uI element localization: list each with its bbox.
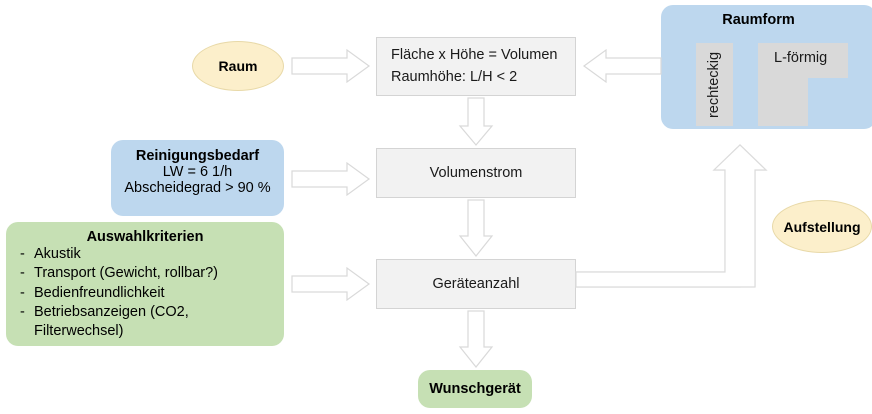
list-item: Transport (Gewicht, rollbar?): [14, 264, 278, 284]
raumform-title: Raumform: [722, 12, 795, 28]
list-item: Bedienfreundlichkeit: [14, 284, 278, 304]
shape-l-foermig-top: [758, 43, 848, 78]
arrow-geraeteanzahl-to-raumform-outline: [575, 144, 768, 288]
reinigungsbedarf-line-2: Abscheidegrad > 90 %: [124, 180, 271, 196]
auswahlkriterien-title: Auswahlkriterien: [86, 229, 204, 245]
formula-box[interactable]: Fläche x Höhe = Volumen Raumhöhe: L/H < …: [376, 37, 576, 96]
arrow-reinigungsbedarf-to-volumenstrom: [291, 161, 371, 197]
auswahlkriterien-list: Akustik Transport (Gewicht, rollbar?) Be…: [6, 245, 284, 341]
shape-rechteckig: rechteckig: [696, 43, 733, 126]
shape-l-foermig-leg: [758, 77, 808, 126]
geraeteanzahl-label: Geräteanzahl: [432, 276, 520, 292]
raumform-panel[interactable]: Raumform rechteckig L-förmig: [661, 5, 872, 129]
raum-ellipse-label: Raum: [218, 58, 258, 74]
shape-l-foermig-label: L-förmig: [774, 50, 828, 66]
reinigungsbedarf-title: Reinigungsbedarf: [135, 148, 260, 164]
formula-line-1: Fläche x Höhe = Volumen: [391, 46, 558, 63]
formula-line-2: Raumhöhe: L/H < 2: [391, 68, 518, 85]
reinigungsbedarf-panel[interactable]: Reinigungsbedarf LW = 6 1/h Abscheidegra…: [111, 140, 284, 216]
wunschgeraet-label: Wunschgerät: [429, 381, 521, 397]
geraeteanzahl-box[interactable]: Geräteanzahl: [376, 259, 576, 309]
volumenstrom-label: Volumenstrom: [429, 165, 523, 181]
arrow-raum-to-formula: [291, 48, 371, 84]
list-item: Akustik: [14, 245, 278, 265]
arrow-volumenstrom-to-geraeteanzahl: [458, 199, 494, 257]
arrow-formula-to-volumenstrom: [458, 97, 494, 146]
arrow-auswahlkriterien-to-geraeteanzahl: [291, 266, 371, 302]
shape-rechteckig-label: rechteckig: [706, 51, 723, 118]
raum-ellipse[interactable]: Raum: [192, 41, 284, 91]
auswahlkriterien-panel[interactable]: Auswahlkriterien Akustik Transport (Gewi…: [6, 222, 284, 346]
aufstellung-ellipse[interactable]: Aufstellung: [772, 200, 872, 253]
aufstellung-ellipse-label: Aufstellung: [783, 218, 861, 235]
volumenstrom-box[interactable]: Volumenstrom: [376, 148, 576, 198]
wunschgeraet-panel[interactable]: Wunschgerät: [418, 370, 532, 408]
shape-l-foermig: L-förmig: [758, 43, 848, 126]
reinigungsbedarf-line-1: LW = 6 1/h: [162, 164, 233, 180]
list-item: Betriebsanzeigen (CO2, Filterwechsel): [14, 303, 278, 342]
arrow-raumform-to-formula: [582, 48, 662, 84]
arrow-geraeteanzahl-to-wunschgeraet: [458, 310, 494, 368]
